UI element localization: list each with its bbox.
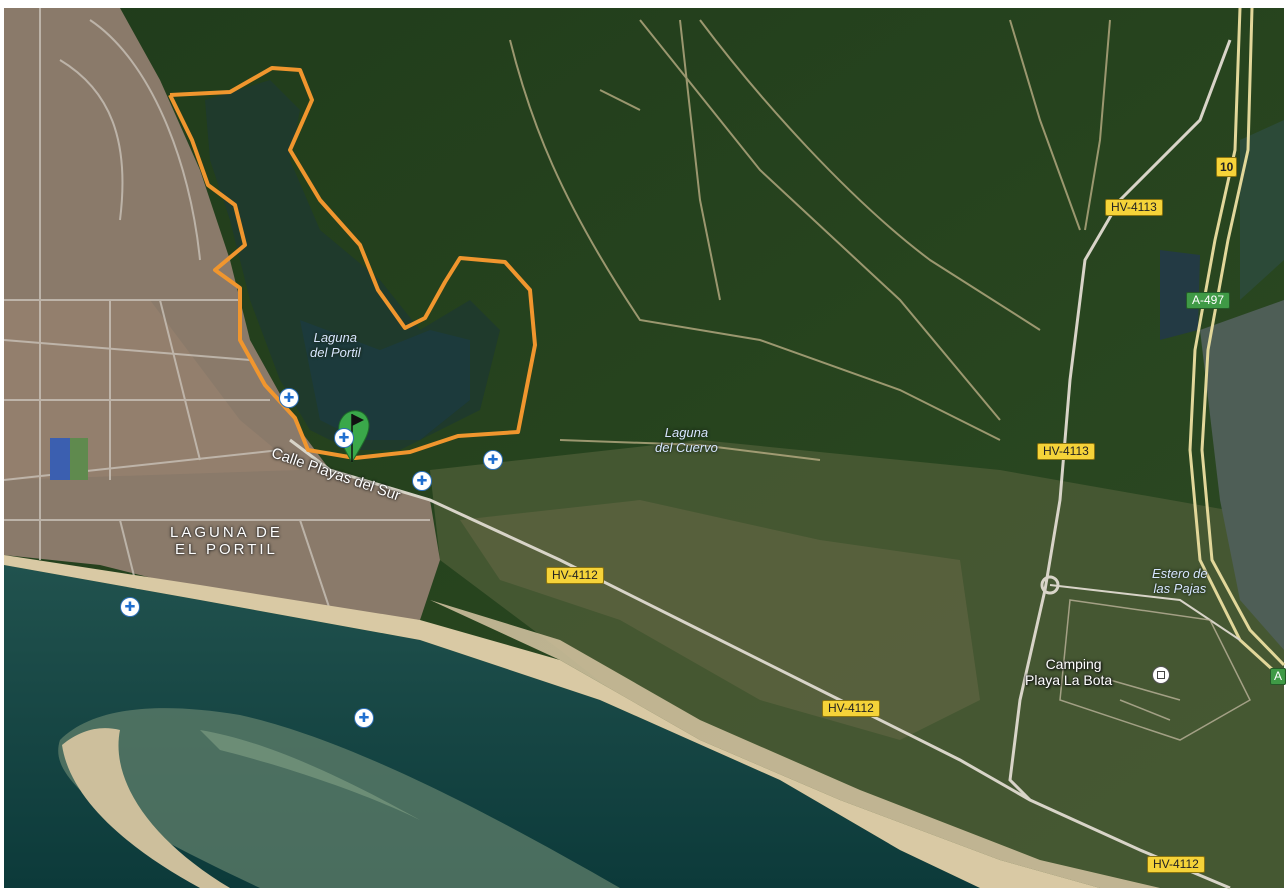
label-line: LAGUNA DE — [170, 524, 283, 541]
road-shield-a-497: A-497 — [1186, 292, 1231, 309]
label-line: Playa La Bota — [1025, 672, 1113, 688]
label-laguna-del-portil: Laguna del Portil — [310, 330, 361, 360]
road-hv-4113 — [1008, 39, 1232, 802]
road-shield-hv-4113: HV-4113 — [1037, 443, 1095, 460]
road-hv-4112 — [289, 438, 1231, 890]
label-line: EL PORTIL — [175, 541, 278, 558]
poi-marker-icon[interactable] — [334, 428, 354, 448]
label-line: Estero de — [1152, 566, 1208, 581]
poi-marker-icon[interactable] — [120, 597, 140, 617]
campground-icon[interactable] — [1152, 666, 1170, 684]
urban-streets — [3, 8, 430, 611]
label-estero-de-las-pajas: Estero de las Pajas — [1152, 566, 1208, 596]
label-line: del Portil — [310, 345, 361, 360]
road-shield-hv-4112: HV-4112 — [1147, 856, 1205, 873]
salt-marsh — [1200, 300, 1284, 650]
label-laguna-del-cuervo: Laguna del Cuervo — [655, 425, 718, 455]
road-shield-exit-10: 10 — [1216, 157, 1238, 177]
label-line: Laguna — [313, 330, 357, 345]
label-camping-playa-la-bota: Camping Playa La Bota — [1025, 656, 1112, 688]
route-track — [168, 66, 537, 460]
road-shield-hv-4112: HV-4112 — [822, 700, 880, 717]
poi-marker-icon[interactable] — [354, 708, 374, 728]
poi-marker-icon[interactable] — [412, 471, 432, 491]
sandbar — [58, 708, 621, 888]
dirt-tracks — [509, 19, 1111, 461]
label-laguna-de-el-portil: LAGUNA DE EL PORTIL — [170, 524, 283, 558]
poi-marker-icon[interactable] — [279, 388, 299, 408]
road-shield-hv-4113: HV-4113 — [1105, 199, 1163, 216]
road-shield-hv-4112: HV-4112 — [546, 567, 604, 584]
beach — [4, 555, 1100, 888]
label-line: Laguna — [664, 425, 709, 440]
road-shield-a-partial: A — [1270, 668, 1287, 685]
label-line: las Pajas — [1153, 581, 1207, 596]
poi-marker-icon[interactable] — [483, 450, 503, 470]
label-line: Camping — [1045, 656, 1102, 672]
label-line: del Cuervo — [655, 440, 718, 455]
